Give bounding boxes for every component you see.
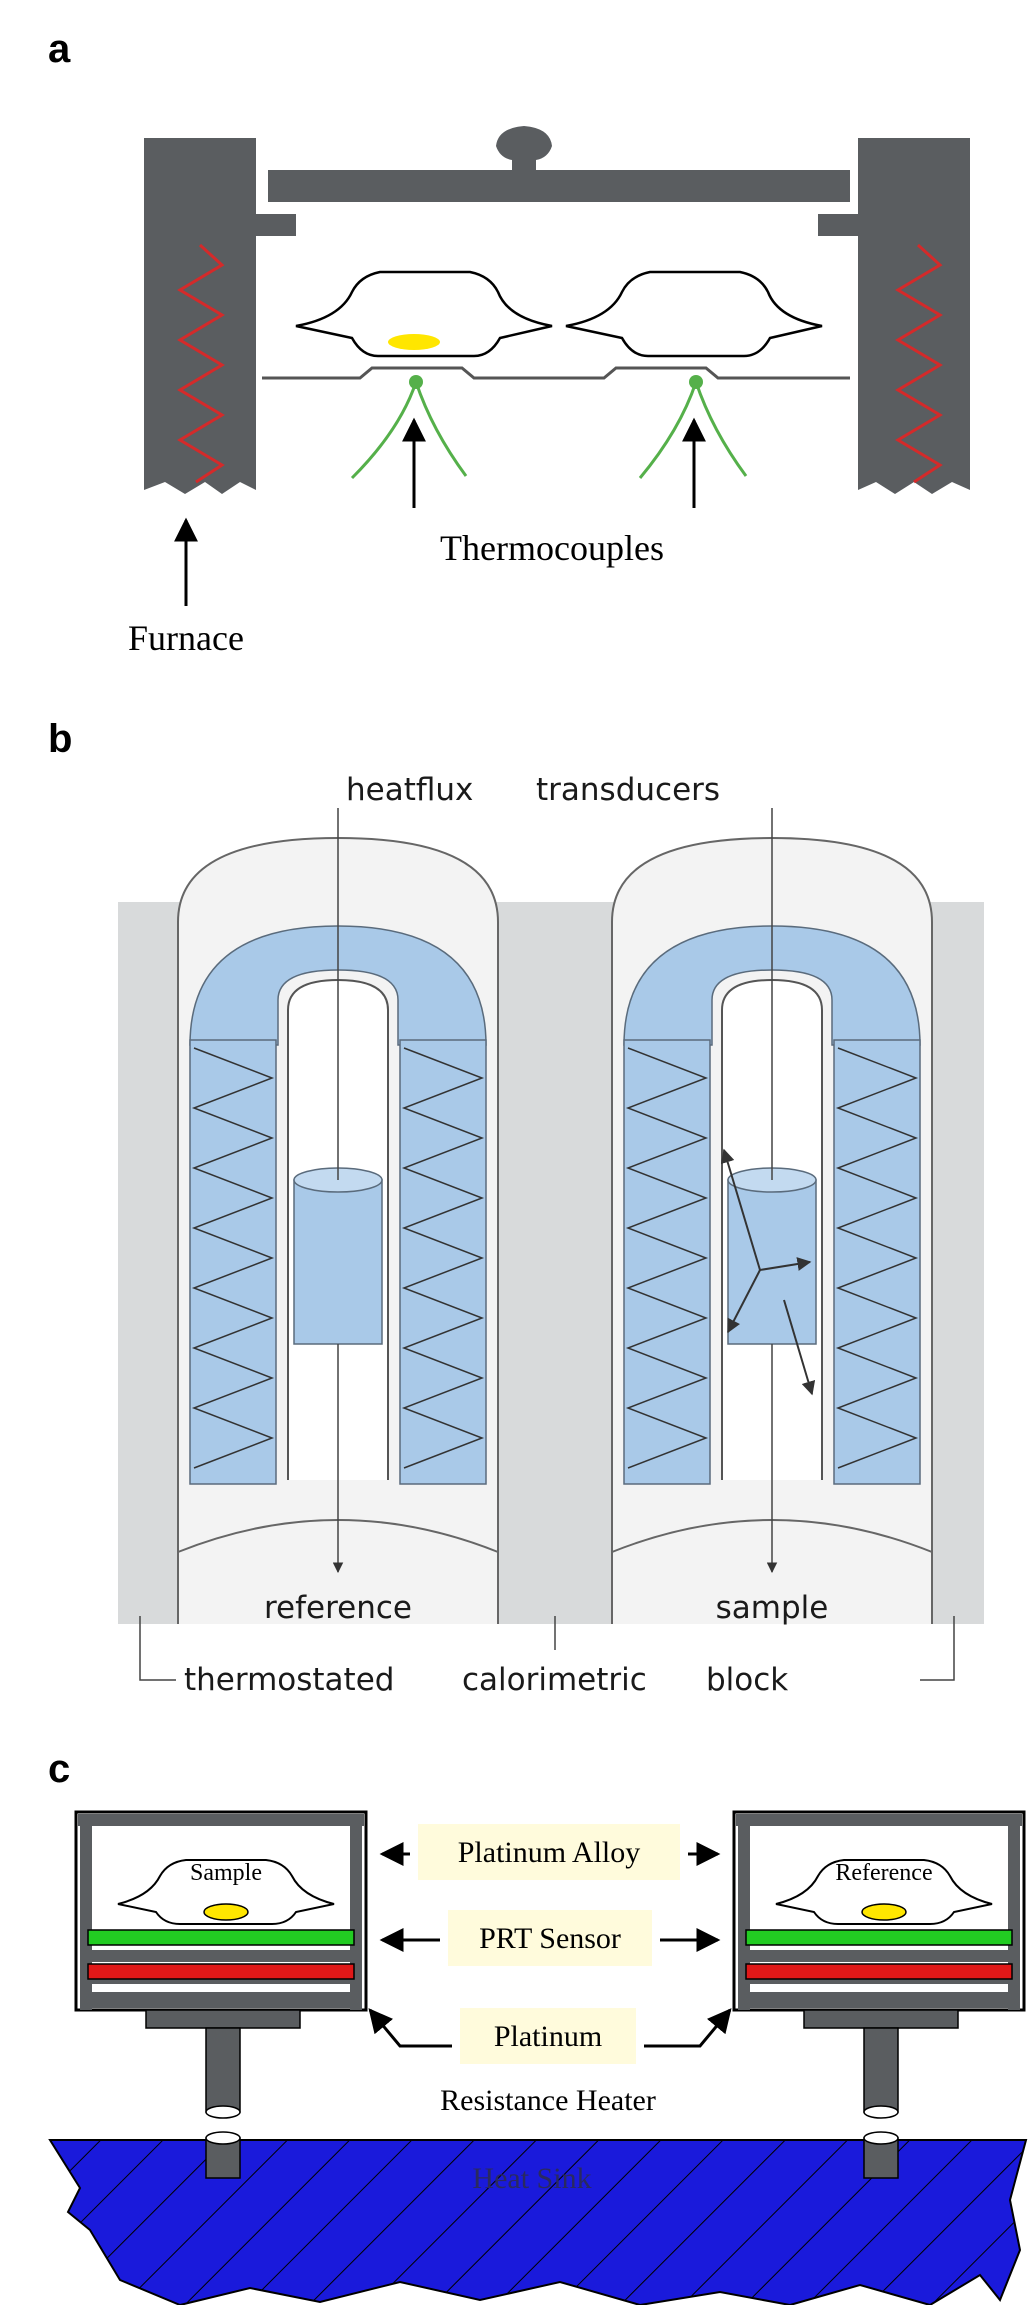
sample-cell-label: Sample xyxy=(190,1860,262,1886)
panel-c: c Heat Sink Sample xyxy=(48,1747,1028,2305)
reference-label: reference xyxy=(264,1590,412,1626)
thermostated-label: thermostated xyxy=(184,1662,394,1698)
heat-flow-arrows xyxy=(720,1148,816,1396)
furnace-left-wall xyxy=(144,138,256,494)
lid-knob xyxy=(496,126,552,172)
platinum-arrow-left xyxy=(368,2008,452,2048)
furnace-right-heater xyxy=(895,243,943,484)
platinum-alloy-label: Platinum Alloy xyxy=(458,1836,641,1869)
platinum-arrow-right xyxy=(644,2008,732,2048)
panel-a-letter: a xyxy=(48,27,71,71)
transducers-label: transducers xyxy=(536,772,720,808)
sample-cell xyxy=(74,1810,368,2179)
block-bracket-right xyxy=(920,1616,955,1681)
reference-cell-label: Reference xyxy=(835,1860,932,1886)
sample-material xyxy=(388,334,440,350)
heat-sink-label: Heat Sink xyxy=(472,2162,591,2195)
resistance-heater-label: Resistance Heater xyxy=(440,2084,656,2117)
thermocouple-right xyxy=(638,375,748,479)
furnace-left-heater xyxy=(177,243,225,484)
furnace-label: Furnace xyxy=(128,618,244,658)
sample-pan xyxy=(295,270,553,358)
prt-sensor-box xyxy=(448,1910,652,1966)
platinum-label: Platinum xyxy=(494,2020,602,2053)
thermocouple-left xyxy=(350,375,468,480)
platinum-box xyxy=(460,2008,636,2064)
block-label: block xyxy=(706,1662,788,1698)
sample-plate xyxy=(262,366,850,380)
reference-cell xyxy=(732,1810,1026,2179)
reference-pan xyxy=(565,270,823,358)
furnace-lid xyxy=(268,170,850,202)
heatflux-label: heatflux xyxy=(346,772,473,808)
prt-sensor-label: PRT Sensor xyxy=(479,1922,621,1955)
panel-c-letter: c xyxy=(48,1747,70,1791)
panel-b-letter: b xyxy=(48,717,72,761)
thermocouples-label: Thermocouples xyxy=(440,528,664,568)
furnace-right-wall xyxy=(858,138,970,494)
panel-a: a Thermocou xyxy=(48,27,970,658)
sample-label: sample xyxy=(716,1590,829,1626)
reference-cylinder xyxy=(293,1167,383,1345)
calorimetric-label: calorimetric xyxy=(462,1662,647,1698)
panel-b: b xyxy=(48,717,984,1698)
furnace-right-ledge xyxy=(818,214,858,236)
platinum-alloy-box xyxy=(418,1824,680,1880)
sample-cylinder xyxy=(727,1167,817,1345)
heat-sink-hatch xyxy=(50,2140,1026,2305)
furnace-left-ledge xyxy=(256,214,296,236)
block-bracket xyxy=(139,1616,176,1681)
